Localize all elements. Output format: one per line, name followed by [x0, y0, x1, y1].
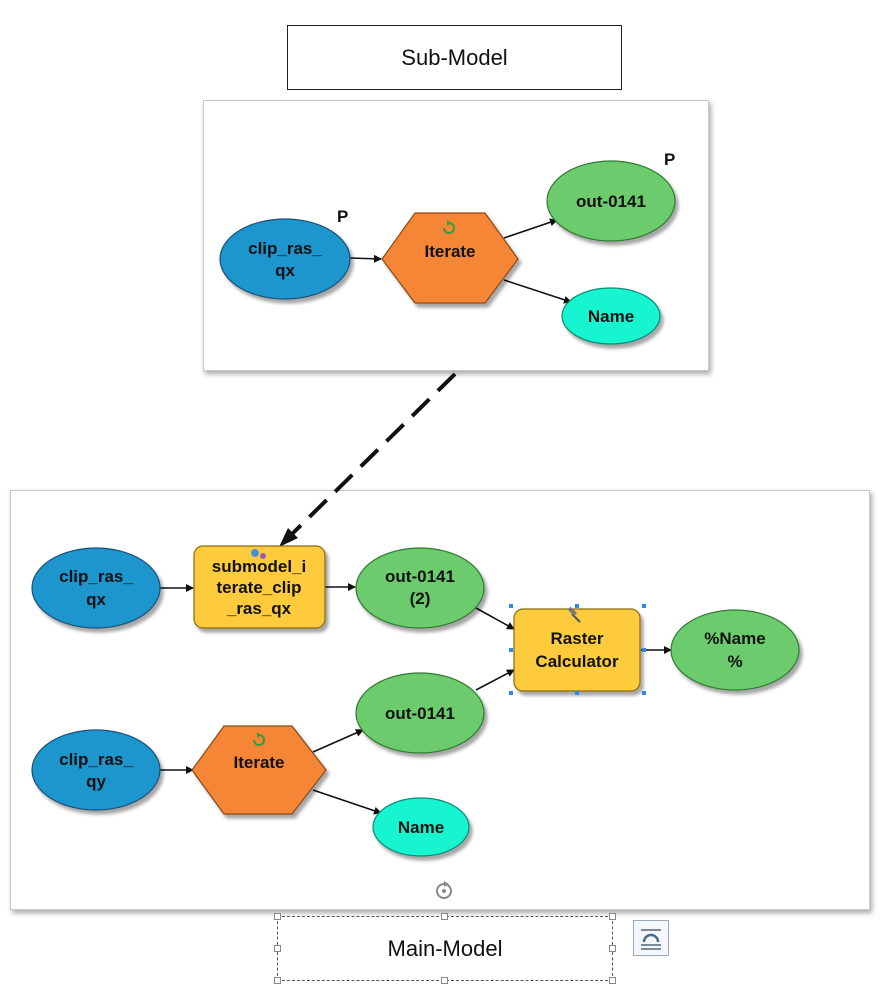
node-submodel-tool[interactable] [193, 545, 326, 629]
main-model-title: Main-Model [387, 935, 503, 961]
resize-handle[interactable] [274, 977, 281, 984]
node-label: clip_ras_ [59, 567, 133, 586]
connector [349, 254, 382, 263]
node-iterate[interactable] [381, 212, 519, 304]
node-out-0141-2[interactable] [355, 547, 485, 629]
main-model-title-textbox[interactable]: Main-Model [277, 916, 613, 981]
parameter-marker: P [337, 207, 348, 226]
node-label: out-0141 [576, 192, 646, 211]
resize-handle[interactable] [274, 913, 281, 920]
layout-options-button[interactable] [633, 920, 669, 956]
node-label: _ras_qx [226, 599, 292, 618]
node-name[interactable] [372, 797, 470, 857]
resize-handle[interactable] [609, 945, 616, 952]
node-label: clip_ras_ [248, 239, 322, 258]
hammer-icon [567, 606, 581, 623]
connector [503, 279, 572, 304]
node-label: qx [275, 261, 295, 280]
layout-options-icon [641, 929, 661, 950]
node-label: out-0141 [385, 567, 455, 586]
connector [312, 789, 382, 815]
node-label: Calculator [535, 652, 619, 671]
node-label: out-0141 [385, 704, 455, 723]
connector [503, 218, 558, 239]
resize-handle[interactable] [609, 977, 616, 984]
resize-handle[interactable] [609, 913, 616, 920]
node-label: submodel_i [212, 557, 306, 576]
node-label: Name [398, 818, 444, 837]
node-iterate[interactable] [191, 725, 327, 815]
connector [475, 669, 515, 691]
node-label: Raster [551, 629, 604, 648]
node-label: qx [86, 590, 106, 609]
node-clip-ras-qy[interactable] [31, 729, 161, 811]
node-clip-ras-qx[interactable] [219, 218, 351, 300]
iterate-arrow-icon [443, 220, 455, 234]
node-out-0141[interactable] [546, 160, 676, 242]
node-label: (2) [410, 589, 431, 608]
parameter-marker: P [664, 150, 675, 169]
iterate-arrow-icon [253, 732, 265, 746]
node-label: %Name [704, 629, 765, 648]
node-label: Name [588, 307, 634, 326]
node-raster-calculator[interactable] [513, 608, 641, 692]
node-label: terate_clip [216, 578, 301, 597]
node-name-pct[interactable] [670, 609, 800, 691]
node-name[interactable] [561, 287, 661, 345]
resize-handle[interactable] [274, 945, 281, 952]
sub-model-title: Sub-Model [287, 25, 622, 90]
node-label: clip_ras_ [59, 750, 133, 769]
node-label: % [727, 652, 742, 671]
dashed-link-line [288, 372, 457, 538]
node-clip-ras-qx[interactable] [31, 547, 161, 629]
node-label: Iterate [424, 242, 475, 261]
submodel-icon [251, 549, 266, 559]
resize-handle[interactable] [441, 977, 448, 984]
connector [475, 607, 515, 630]
node-label: Iterate [233, 753, 284, 772]
rotate-handle-icon[interactable] [433, 880, 455, 902]
connector [312, 729, 364, 753]
resize-handle[interactable] [441, 913, 448, 920]
dashed-link-arrowhead [279, 528, 298, 547]
node-label: qy [86, 772, 106, 791]
node-out-0141[interactable] [355, 672, 485, 754]
selection-handles [509, 604, 646, 695]
